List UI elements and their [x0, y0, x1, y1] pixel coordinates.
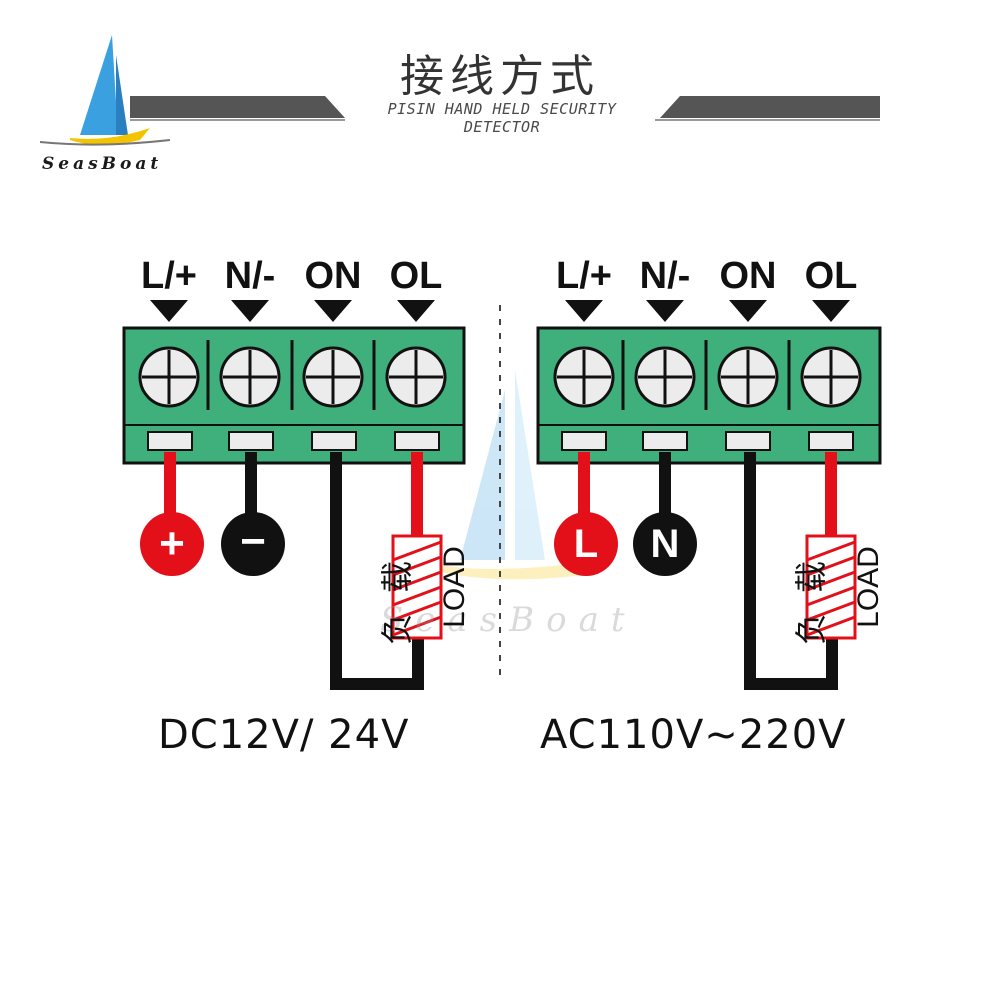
arrow-marker: [397, 300, 435, 322]
watermark-text: SeasBoat: [380, 600, 637, 640]
terminal-label: L/+: [141, 255, 197, 297]
page-subtitle: PISIN HAND HELD SECURITY DETECTOR: [387, 100, 617, 136]
load-label-en: LOAD: [852, 546, 885, 628]
arrow-marker: [646, 300, 684, 322]
positive-symbol: +: [159, 519, 185, 568]
terminal-screw: [302, 346, 364, 408]
wire-slot: [311, 431, 357, 451]
arrow-marker: [729, 300, 767, 322]
positive-terminal-icon: [140, 512, 204, 576]
terminal-screw: [717, 346, 779, 408]
load-coil-icon: [391, 534, 443, 640]
neutral-terminal-icon: [633, 512, 697, 576]
wire-slot: [147, 431, 193, 451]
wire-slot: [725, 431, 771, 451]
wire-slot: [228, 431, 274, 451]
load-label-cn: 负载: [378, 541, 416, 646]
load-coil-icon: [805, 534, 857, 640]
terminal-screw: [553, 346, 615, 408]
terminal-label: N/-: [639, 255, 691, 297]
neutral-symbol: N: [650, 522, 680, 566]
terminal-label: ON: [719, 255, 777, 297]
terminal-label: L/+: [556, 255, 612, 297]
header-bar-left: [130, 96, 345, 121]
arrow-marker: [231, 300, 269, 322]
dc-voltage-caption: DC12V/ 24V: [158, 712, 410, 758]
wire-slot: [642, 431, 688, 451]
terminal-label: ON: [304, 255, 362, 297]
wire-black-load: [744, 452, 838, 690]
header-bar-right: [655, 96, 880, 121]
terminal-screw: [219, 346, 281, 408]
terminal-screw: [634, 346, 696, 408]
terminal-label: OL: [389, 255, 443, 297]
line-terminal-icon: [554, 512, 618, 576]
negative-terminal-icon: [221, 512, 285, 576]
terminal-screw: [138, 346, 200, 408]
panel-ac: [536, 300, 882, 690]
terminal-label: OL: [804, 255, 858, 297]
wire-black-load: [330, 452, 424, 690]
wire-slot: [394, 431, 440, 451]
ac-voltage-caption: AC110V~220V: [540, 712, 847, 758]
negative-symbol: −: [240, 517, 266, 566]
wire-slot: [808, 431, 854, 451]
load-label-en: LOAD: [438, 546, 471, 628]
terminal-label: N/-: [224, 255, 276, 297]
page-title: 接线方式: [400, 51, 600, 102]
load-label-cn: 负载: [792, 541, 830, 646]
arrow-marker: [314, 300, 352, 322]
arrow-marker: [812, 300, 850, 322]
watermark-sailboat: [440, 370, 600, 580]
arrow-marker: [565, 300, 603, 322]
terminal-screw: [385, 346, 447, 408]
line-symbol: L: [573, 522, 599, 566]
terminal-screw: [800, 346, 862, 408]
brand-logo-text: SeasBoat: [42, 154, 163, 174]
arrow-marker: [150, 300, 188, 322]
panel-dc: [122, 300, 466, 690]
wire-slot: [561, 431, 607, 451]
sailboat-logo: [39, 35, 171, 146]
